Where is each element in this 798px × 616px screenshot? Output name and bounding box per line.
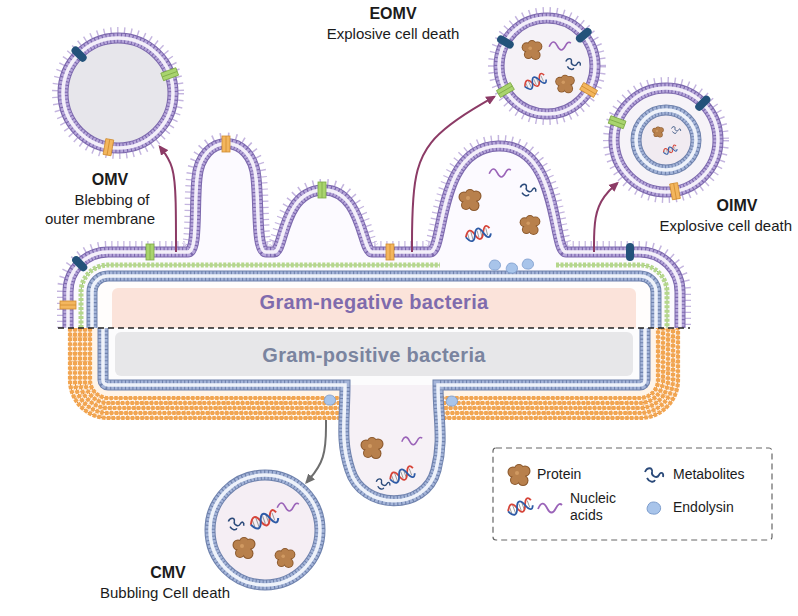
vesicle-node: EOMVExplosive cell death (499, 18, 595, 114)
legend-frame (493, 448, 772, 540)
omv-vesicle (63, 38, 179, 156)
vesicle-acronym: OIMV (717, 196, 758, 215)
vesicle-acronym: CMV (150, 563, 186, 582)
vesicle-node: OIMVExplosive cell death (614, 88, 718, 192)
cmv-vesicle (210, 475, 320, 585)
vesicle-description: Explosive cell death (659, 216, 792, 235)
oimv-vesicle (608, 88, 718, 200)
vesicle-release-arrow (412, 97, 494, 252)
divider-line (58, 327, 690, 329)
legend-label: Metabolites (673, 466, 745, 483)
gram-negative-envelope (60, 136, 680, 338)
vesicle-node: OMVBlebbing of outer membrane (63, 38, 173, 148)
cell-envelope-band: Gram-negative bacteria (68, 252, 680, 328)
cell-type-label: Gram-positive bacteria (262, 343, 485, 367)
vesicle-release-arrow (160, 147, 176, 252)
vesicle-node: CMVBubbling Cell death (210, 475, 320, 585)
vesicle-acronym: EOMV (369, 4, 416, 23)
cell-envelope-band: Gram-positive bacteria (68, 328, 680, 420)
eomv-vesicle (496, 18, 598, 114)
vesicle-description: Bubbling Cell death (100, 583, 230, 602)
cell-type-label: Gram-negative bacteria (260, 290, 489, 314)
vesicle-release-arrow (306, 420, 326, 483)
vesicle-release-arrow (594, 183, 617, 252)
legend-label: Protein (537, 466, 581, 483)
legend-label: Endolysin (673, 499, 734, 516)
vesicle-description: Blebbing of outer membrane (39, 190, 161, 228)
vesicle-acronym: OMV (92, 170, 128, 189)
vesicle-description: Explosive cell death (327, 24, 460, 43)
legend-label: Nucleic acids (570, 490, 630, 524)
